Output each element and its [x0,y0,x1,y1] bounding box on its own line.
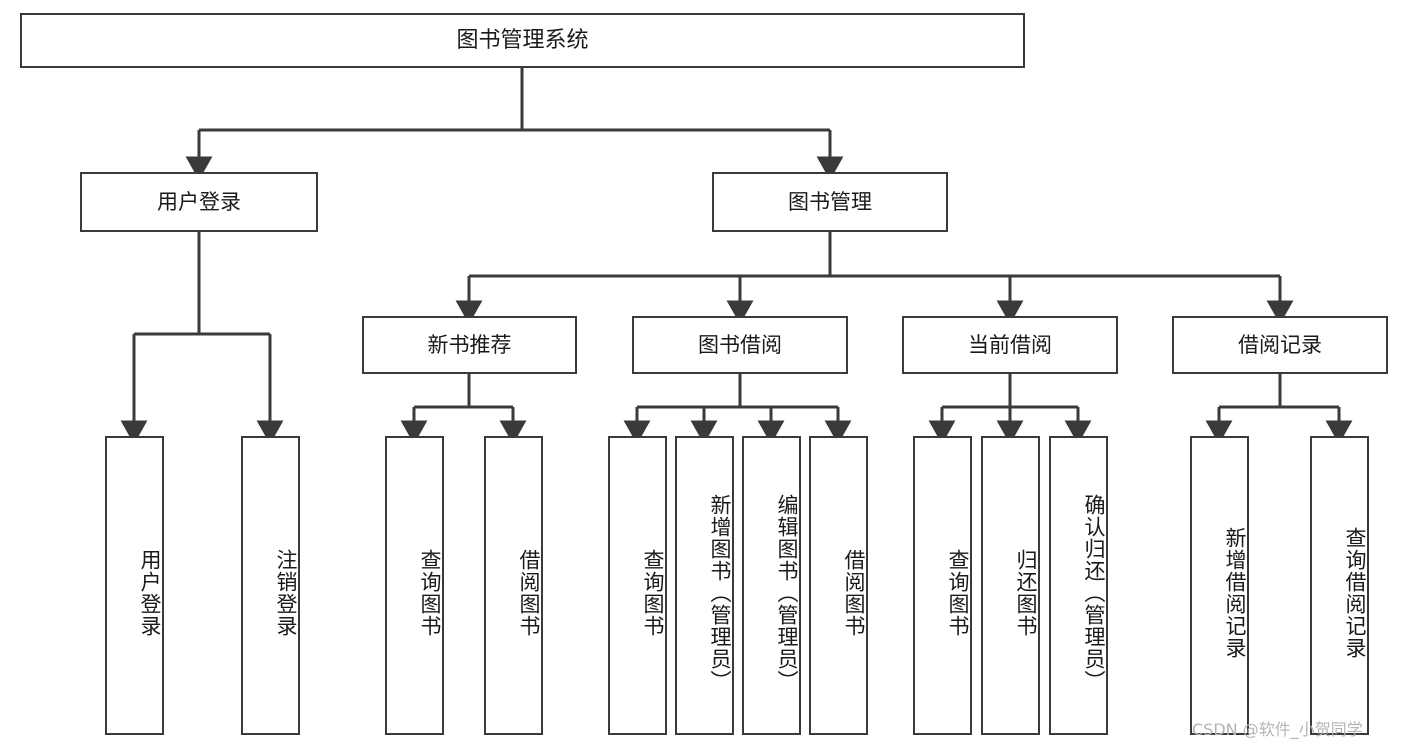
leaf-confirm-return-admin-label: 确认归还（管理员） [1082,493,1106,692]
leaf-add-book-admin-label: 新增图书（管理员） [708,493,732,692]
leaf-query-borrow-record[interactable]: 查询借阅记录 [1310,436,1369,735]
node-user-login[interactable]: 用户登录 [80,172,318,232]
leaf-logout[interactable]: 注销登录 [241,436,300,735]
leaf-query-book-current-label: 查询图书 [946,548,970,637]
node-root[interactable]: 图书管理系统 [20,13,1025,68]
node-book-management-label: 图书管理 [788,189,872,214]
leaf-borrow-book-recommend[interactable]: 借阅图书 [484,436,543,735]
node-user-login-label: 用户登录 [157,189,241,214]
leaf-borrow-book-label: 借阅图书 [842,548,866,637]
node-book-borrow[interactable]: 图书借阅 [632,316,848,374]
node-current-borrow[interactable]: 当前借阅 [902,316,1118,374]
node-root-label: 图书管理系统 [456,27,589,53]
leaf-confirm-return-admin[interactable]: 确认归还（管理员） [1049,436,1108,735]
leaf-add-borrow-record-label: 新增借阅记录 [1223,526,1247,659]
node-borrow-records[interactable]: 借阅记录 [1172,316,1388,374]
leaf-query-book-current[interactable]: 查询图书 [913,436,972,735]
leaf-add-book-admin[interactable]: 新增图书（管理员） [675,436,734,735]
leaf-return-book[interactable]: 归还图书 [981,436,1040,735]
leaf-edit-book-admin-label: 编辑图书（管理员） [775,493,799,692]
leaf-edit-book-admin[interactable]: 编辑图书（管理员） [742,436,801,735]
leaf-add-borrow-record[interactable]: 新增借阅记录 [1190,436,1249,735]
csdn-watermark: CSDN @软件_小贺同学 [1192,720,1363,739]
node-book-borrow-label: 图书借阅 [698,332,782,357]
leaf-borrow-book-recommend-label: 借阅图书 [517,548,541,637]
node-new-book-recommend[interactable]: 新书推荐 [362,316,577,374]
leaf-return-book-label: 归还图书 [1014,548,1038,637]
leaf-query-borrow-record-label: 查询借阅记录 [1343,526,1367,659]
leaf-logout-label: 注销登录 [274,548,298,637]
leaf-user-login-label: 用户登录 [138,548,162,637]
leaf-user-login[interactable]: 用户登录 [105,436,164,735]
node-current-borrow-label: 当前借阅 [968,332,1052,357]
node-book-management[interactable]: 图书管理 [712,172,948,232]
leaf-query-book-borrow-label: 查询图书 [641,548,665,637]
leaf-query-book-recommend[interactable]: 查询图书 [385,436,444,735]
node-borrow-records-label: 借阅记录 [1238,332,1322,357]
leaf-borrow-book[interactable]: 借阅图书 [809,436,868,735]
node-new-book-recommend-label: 新书推荐 [427,332,512,357]
leaf-query-book-recommend-label: 查询图书 [418,548,442,637]
leaf-query-book-borrow[interactable]: 查询图书 [608,436,667,735]
